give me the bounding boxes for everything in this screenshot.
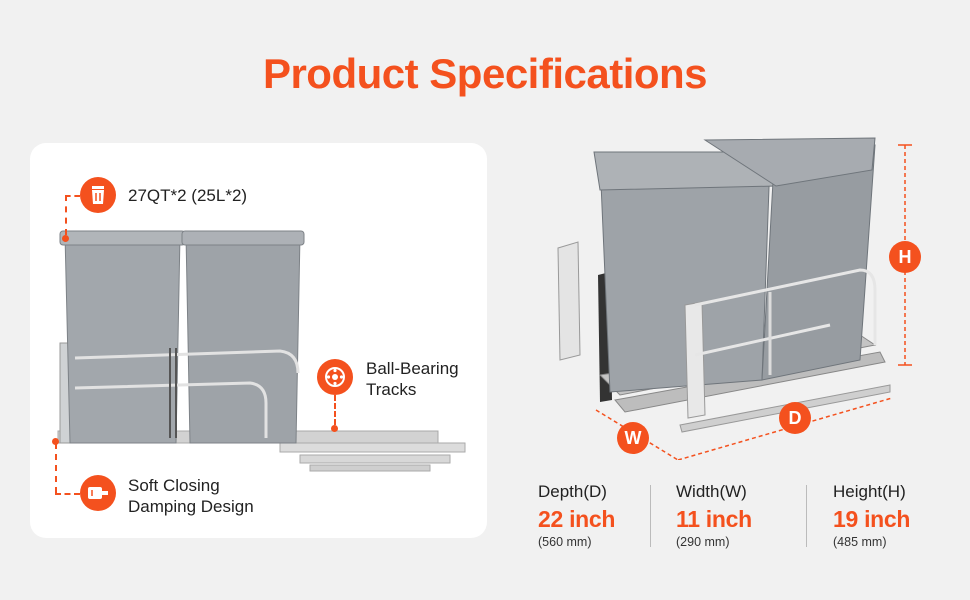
spec-height-metric: (485 mm): [833, 535, 887, 549]
height-badge: H: [889, 241, 921, 273]
depth-badge: D: [779, 402, 811, 434]
page-title: Product Specifications: [262, 50, 708, 97]
spec-divider: [806, 485, 807, 547]
tracks-leader: [334, 395, 336, 425]
soft-closing-label: Soft Closing Damping Design: [128, 476, 254, 516]
spec-height: Height(H) 19 inch (485 mm): [833, 482, 910, 549]
spec-divider: [650, 485, 651, 547]
capacity-leader-dot: [62, 235, 69, 242]
spec-width: Width(W) 11 inch (290 mm): [676, 482, 752, 549]
spec-depth-value: 22 inch: [538, 506, 616, 532]
spec-width-label: Width(W): [676, 482, 747, 501]
tracks-label: Ball-Bearing Tracks: [366, 359, 459, 399]
spec-width-value: 11 inch: [676, 506, 752, 532]
feature-card: 27QT*2 (25L*2) Ball-Bearing Tracks Soft …: [30, 143, 487, 538]
trash-can-icon: [80, 177, 116, 213]
spec-depth: Depth(D) 22 inch (560 mm): [538, 482, 615, 549]
product-iso-view: [557, 137, 912, 460]
soft-leader-dot: [52, 438, 59, 445]
spec-height-label: Height(H): [833, 482, 906, 501]
damper-icon: [80, 475, 116, 511]
capacity-leader-h: [65, 195, 80, 197]
soft-leader-v: [55, 443, 57, 493]
spec-depth-label: Depth(D): [538, 482, 607, 501]
width-badge: W: [617, 422, 649, 454]
capacity-leader-v: [65, 195, 67, 235]
spec-height-value: 19 inch: [833, 506, 911, 532]
spec-width-metric: (290 mm): [676, 535, 730, 549]
soft-leader-h: [55, 493, 80, 495]
bearing-icon: [317, 359, 353, 395]
product-side-view: [57, 230, 466, 472]
capacity-label: 27QT*2 (25L*2): [128, 186, 248, 205]
spec-depth-metric: (560 mm): [538, 535, 592, 549]
tracks-leader-dot: [331, 425, 338, 432]
